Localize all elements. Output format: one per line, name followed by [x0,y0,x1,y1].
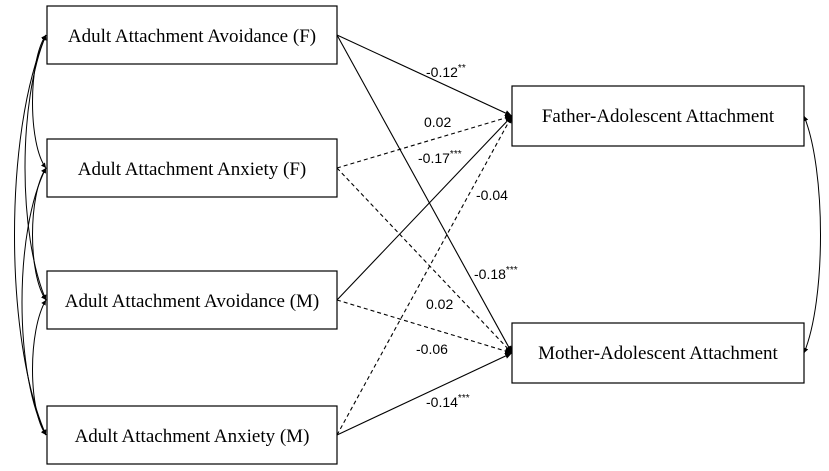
regression-paths [336,34,513,436]
node-label: Adult Attachment Anxiety (M) [75,426,310,447]
covariance-arcs [14,34,47,436]
path-anxf-mother [336,167,513,354]
coef-avoidm-mother: -0.06 [416,341,448,357]
cov-avoidm-anxm [32,299,47,436]
cov-father-mother [803,115,821,354]
node-anxiety-f: Adult Attachment Anxiety (F) [46,138,338,198]
coef-anxf-father: 0.02 [424,114,451,130]
node-anxiety-m: Adult Attachment Anxiety (M) [46,405,338,465]
path-avoidm-mother [336,299,513,354]
path-anxm-mother [336,352,513,436]
node-label: Adult Attachment Anxiety (F) [78,159,307,180]
cov-avoidf-avoidm [24,34,47,301]
node-mother-adolescent: Mother-Adolescent Attachment [511,322,805,384]
path-avoidf-father [336,34,513,117]
node-label: Adult Attachment Avoidance (M) [65,291,320,312]
path-anxm-father [336,115,513,436]
cov-avoidf-anxf [32,34,47,169]
path-avoidm-father [336,115,513,301]
node-label: Father-Adolescent Attachment [542,106,775,127]
node-avoidance-m: Adult Attachment Avoidance (M) [46,270,338,330]
node-avoidance-f: Adult Attachment Avoidance (F) [46,5,338,65]
cov-avoidf-anxm [14,34,47,436]
node-father-adolescent: Father-Adolescent Attachment [511,85,805,147]
coef-anxm-mother: -0.14*** [426,393,470,410]
node-label: Adult Attachment Avoidance (F) [68,26,316,47]
coef-avoidf-mother: -0.18*** [474,265,518,282]
node-label: Mother-Adolescent Attachment [538,343,778,364]
cov-anxf-anxm [21,167,47,436]
coef-avoidm-father: -0.17*** [418,149,462,166]
path-avoidf-mother [336,34,513,354]
coefficients: -0.12** 0.02 -0.17*** -0.04 -0.18*** 0.0… [416,63,518,410]
coef-anxm-father: -0.04 [476,187,508,203]
coef-avoidf-father: -0.12** [426,63,466,80]
coef-anxf-mother: 0.02 [426,296,453,312]
path-anxf-father [336,115,513,169]
